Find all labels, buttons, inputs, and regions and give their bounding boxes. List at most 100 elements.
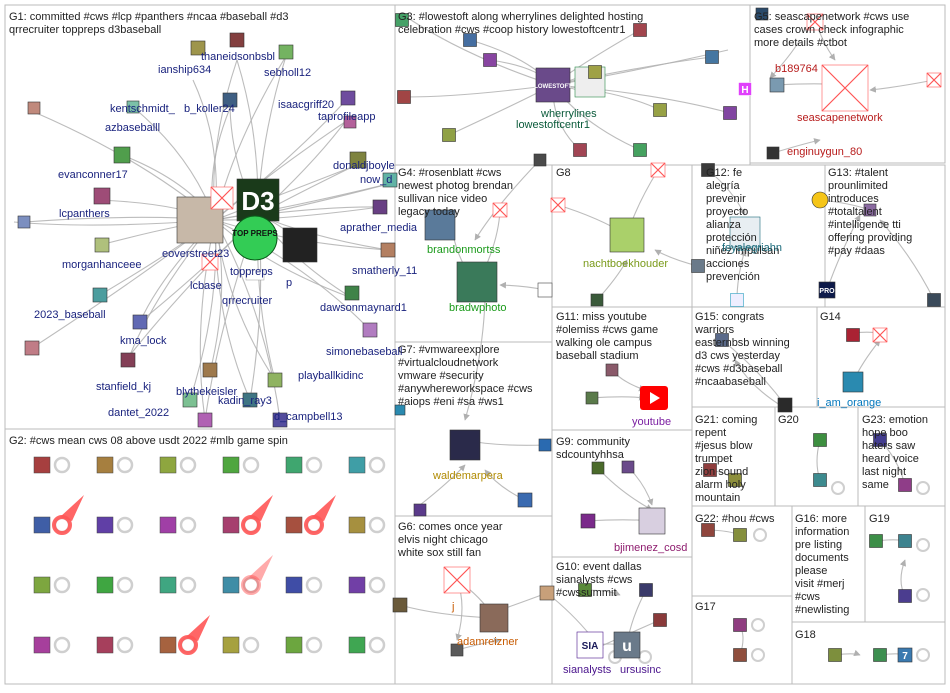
group-heading-g8: G8: [556, 167, 571, 179]
vertex-tile: [730, 293, 744, 307]
vertex-tile: [397, 90, 411, 104]
edge: [214, 219, 281, 421]
vertex-tile: [715, 333, 729, 347]
vertex-tile: [159, 636, 177, 654]
group-heading-g20: G20: [778, 414, 799, 426]
edge: [769, 39, 801, 79]
vertex-tile: [898, 534, 912, 548]
vertex-tile: [285, 636, 303, 654]
self-loop: [916, 538, 930, 552]
node-label: dantet_2022: [108, 407, 169, 419]
self-loop: [831, 481, 845, 495]
vertex-tile: [873, 433, 887, 447]
self-loop: [305, 456, 323, 474]
vertex-tile: [92, 287, 108, 303]
edge: [403, 82, 554, 98]
vertex-tile: [267, 372, 283, 388]
self-loop: [53, 576, 71, 594]
node-label: bjimenez_cosd: [614, 542, 687, 554]
vertex-tile: [733, 648, 747, 662]
vertex-tile: [590, 293, 604, 307]
vertex-tile: [537, 282, 553, 298]
vertex-tile: [96, 516, 114, 534]
vertex-tile: [382, 172, 398, 188]
vertex-tile: [846, 328, 860, 342]
group-boxes: [4, 4, 946, 685]
group-box-g2: [4, 428, 396, 685]
placeholder-cross-icon: [926, 72, 942, 88]
node-label: youtube: [632, 416, 671, 428]
vertex-tile: [33, 456, 51, 474]
node-label: donaldjboyle: [333, 160, 395, 172]
vertex-tile: [159, 516, 177, 534]
vertex-tile: [538, 438, 552, 452]
group-heading-g1: G1: committed #cws #lcp #panthers #ncaa …: [9, 11, 288, 36]
node-label: azbaseballl: [105, 122, 160, 134]
vertex-pro-logo: [818, 281, 836, 299]
placeholder-cross-icon: [492, 202, 508, 218]
vertex-tile: [591, 461, 605, 475]
node-label: thaneidsonbsbl: [201, 51, 275, 63]
vertex-tile: [766, 146, 780, 160]
self-loop: [368, 636, 386, 654]
vertex-tile: [94, 237, 110, 253]
vertex-waldemarpera: [449, 429, 481, 461]
node-label: j: [451, 601, 454, 613]
vertex-h-tile: [738, 82, 752, 96]
vertex-tile: [633, 23, 647, 37]
vertex-tile: [272, 412, 288, 428]
vertex-tile: [811, 191, 829, 209]
self-loop-highlight-tail: [249, 555, 273, 581]
vertex-tile: [701, 523, 715, 537]
node-label: taprofileapp: [318, 111, 376, 123]
vertex-tile: [463, 33, 477, 47]
node-label: morganhanceee: [62, 259, 142, 271]
vertex-tile: [344, 285, 360, 301]
node-label: seascapenetwork: [797, 112, 883, 124]
self-loop: [305, 636, 323, 654]
toppreps-logo: [232, 215, 278, 261]
vertex-tile: [585, 391, 599, 405]
vertex-lowestoftcentr1: [535, 67, 571, 103]
edge: [419, 464, 466, 506]
node-label: toppreps: [230, 266, 273, 278]
node-label: qrrecruiter: [222, 295, 272, 307]
self-loop-highlight-tail: [60, 495, 84, 521]
node-label: evanconner17: [58, 169, 128, 181]
vertex-tile: [573, 143, 587, 157]
vertex-tile: [705, 50, 719, 64]
vertex-tile: [701, 163, 715, 177]
self-loop: [368, 576, 386, 594]
node-label: sebholl12: [264, 67, 311, 79]
vertex-d3-logo: [236, 178, 280, 222]
self-loop: [53, 456, 71, 474]
edge: [591, 394, 646, 401]
self-loop: [116, 516, 134, 534]
vertex-tile: [33, 516, 51, 534]
self-loop: [242, 636, 260, 654]
node-label: b_koller24: [184, 103, 235, 115]
vertex-tile: [202, 362, 218, 378]
vertex-tile: [285, 576, 303, 594]
vertex-tile: [653, 613, 667, 627]
vertex-tile: [197, 412, 213, 428]
node-label: lcbase: [190, 280, 222, 292]
node-label: lowestoftcentr1: [516, 119, 590, 131]
self-loop: [916, 588, 930, 602]
vertex-tile: [340, 90, 356, 106]
self-loop: [638, 650, 652, 664]
node-label: eoverstreet23: [162, 248, 229, 260]
node-label: lcpanthers: [59, 208, 110, 220]
node-label: sianalysts: [563, 664, 612, 676]
edge: [214, 97, 349, 221]
edge: [734, 359, 781, 406]
self-loop: [116, 636, 134, 654]
self-loop-highlight-tail: [249, 495, 273, 521]
vertex-tile: [539, 585, 555, 601]
vertex-tile: [33, 636, 51, 654]
